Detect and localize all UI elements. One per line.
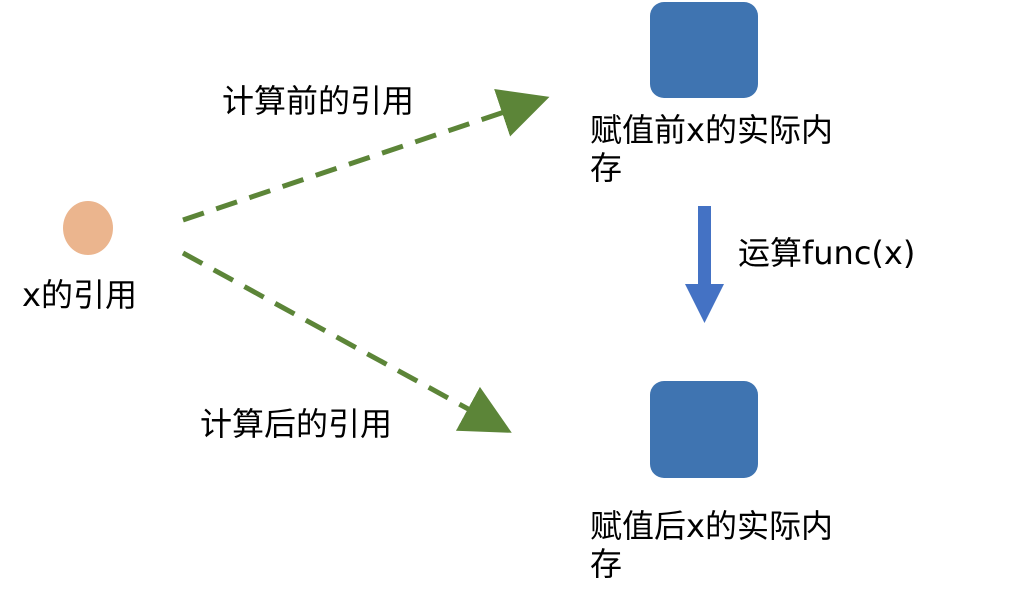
operation-label: 运算func(x) <box>738 234 916 272</box>
operation-arrow <box>685 206 724 323</box>
arrow-before-reference <box>182 89 550 223</box>
before-reference-label: 计算前的引用 <box>222 82 415 120</box>
memory-block-before <box>650 2 758 98</box>
reference-node <box>63 201 113 255</box>
after-reference-label: 计算后的引用 <box>200 405 393 443</box>
memory-before-label: 赋值前x的实际内存 <box>590 111 833 187</box>
reference-label: x的引用 <box>22 276 137 314</box>
memory-after-label: 赋值后x的实际内存 <box>590 507 833 583</box>
arrow-after-reference <box>181 250 512 433</box>
memory-block-after <box>650 381 758 478</box>
